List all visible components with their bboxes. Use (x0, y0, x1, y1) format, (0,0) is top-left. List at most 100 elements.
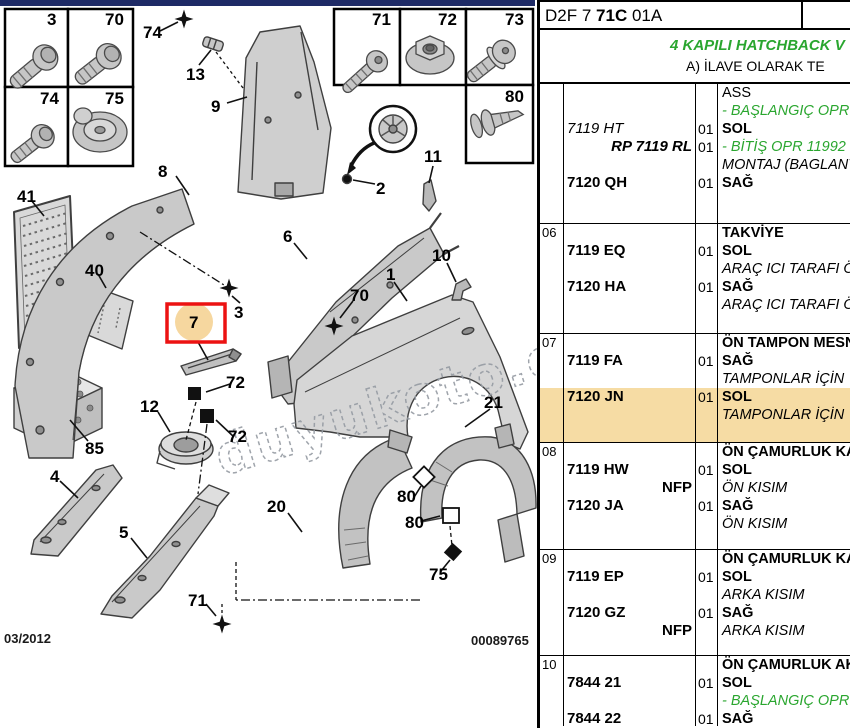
note-row: MONTAJ (BAGLANTI) (540, 156, 850, 174)
box-label-75: 75 (105, 89, 124, 108)
callout-7-highlight[interactable] (165, 302, 227, 344)
top-accent-bar (0, 0, 535, 6)
fastener-symbols (174, 9, 463, 634)
section-number: 08 (540, 443, 564, 461)
callout-7[interactable]: 7 (189, 313, 199, 332)
callout-41[interactable]: 41 (17, 187, 36, 206)
callout-2[interactable]: 2 (376, 179, 386, 198)
desc-cell: TAMPONLAR İÇİN (722, 371, 845, 387)
callout-6[interactable]: 6 (283, 227, 293, 246)
bolt-icon (10, 124, 55, 164)
box-label-73: 73 (505, 10, 524, 29)
spacer-row (540, 424, 850, 442)
qty-cell: 01 (695, 568, 718, 586)
part-cell: 7844 22 (567, 710, 622, 726)
box-label-80: 80 (505, 87, 524, 106)
callout-74[interactable]: 74 (143, 23, 162, 42)
callout-75[interactable]: 75 (429, 565, 448, 584)
callout-85[interactable]: 85 (85, 439, 104, 458)
part-cell: 7119 HW (567, 461, 629, 478)
part-row[interactable]: 7844 22 01 SAĞ (540, 710, 850, 726)
callout-8[interactable]: 8 (158, 162, 168, 181)
callout-21[interactable]: 21 (484, 393, 503, 412)
diamond-symbol-75 (443, 542, 463, 562)
spacer-row (540, 533, 850, 549)
long-screw-icon (342, 50, 389, 94)
callout-80a[interactable]: 80 (397, 487, 416, 506)
part-cell: 7120 JA (567, 497, 624, 514)
callout-10[interactable]: 10 (432, 246, 451, 265)
qty-cell: 01 (695, 710, 718, 726)
desc-cell: ASS (722, 85, 752, 101)
part-cell: 7119 FA (567, 352, 623, 369)
desc-cell: ÖN KISIM (722, 516, 788, 532)
desc-cell: SAĞ (722, 279, 754, 295)
callout-72a[interactable]: 72 (226, 373, 245, 392)
callout-9[interactable]: 9 (211, 97, 221, 116)
part-cell: 7844 21 (567, 674, 622, 691)
qty-cell: 01 (695, 604, 718, 622)
part-cell: 7120 JN (567, 388, 624, 405)
square-symbol-72b (200, 409, 214, 423)
callout-71[interactable]: 71 (188, 591, 207, 610)
part-cell: 7120 HA (567, 278, 627, 295)
callout-11[interactable]: 11 (424, 147, 442, 166)
flange-nut-icon (405, 35, 455, 75)
catalog-code: D2F 7 71C 01A (540, 2, 803, 28)
part-21-wheel-liner (419, 423, 537, 563)
callout-12[interactable]: 12 (140, 397, 159, 416)
desc-cell: ÖN ÇAMURLUK AKUS (722, 657, 850, 673)
section-number: 07 (540, 334, 564, 352)
callout-40[interactable]: 40 (85, 261, 104, 280)
desc-cell: SOL (722, 675, 752, 691)
desc-cell: SOL (722, 389, 752, 405)
desc-cell: SAĞ (722, 175, 754, 191)
desc-cell: SAĞ (722, 711, 754, 726)
part-cell: RP 7119 RL (611, 138, 692, 155)
diagram-date: 03/2012 (4, 631, 51, 646)
desc-cell: - BİTİŞ OPR 11992 (722, 139, 846, 155)
callout-5[interactable]: 5 (119, 523, 129, 542)
callout-72b[interactable]: 72 (228, 427, 247, 446)
part-cell: 7119 EP (567, 568, 624, 585)
desc-cell: ARAÇ ICI TARAFI ÖN K (722, 261, 850, 277)
desc-cell: ARKA KISIM (722, 587, 805, 603)
section-number: 10 (540, 656, 564, 674)
spacer-row (540, 640, 850, 655)
callout-20[interactable]: 20 (267, 497, 286, 516)
callout-70[interactable]: 70 (350, 286, 369, 305)
washer-screw-icon (72, 107, 128, 153)
fastener-icons (9, 35, 525, 164)
callout-13[interactable]: 13 (186, 65, 205, 84)
note-row: - BAŞLANGIÇ OPR 105 (540, 692, 850, 710)
part-20-wheel-liner (338, 429, 413, 569)
desc-cell: SOL (722, 121, 752, 137)
part-cell: 7119 HT (567, 120, 624, 137)
callout-1[interactable]: 1 (386, 265, 396, 284)
desc-cell: - BAŞLANGIÇ OPR 119 (722, 103, 850, 119)
callout-4[interactable]: 4 (50, 467, 60, 486)
callout-3[interactable]: 3 (234, 303, 244, 322)
qty-cell: 01 (695, 352, 718, 370)
square-symbol-80b (442, 507, 460, 524)
desc-cell: SAĞ (722, 498, 754, 514)
spacer-row (540, 314, 850, 333)
callout-80b[interactable]: 80 (405, 513, 424, 532)
box-label-71: 71 (372, 10, 391, 29)
